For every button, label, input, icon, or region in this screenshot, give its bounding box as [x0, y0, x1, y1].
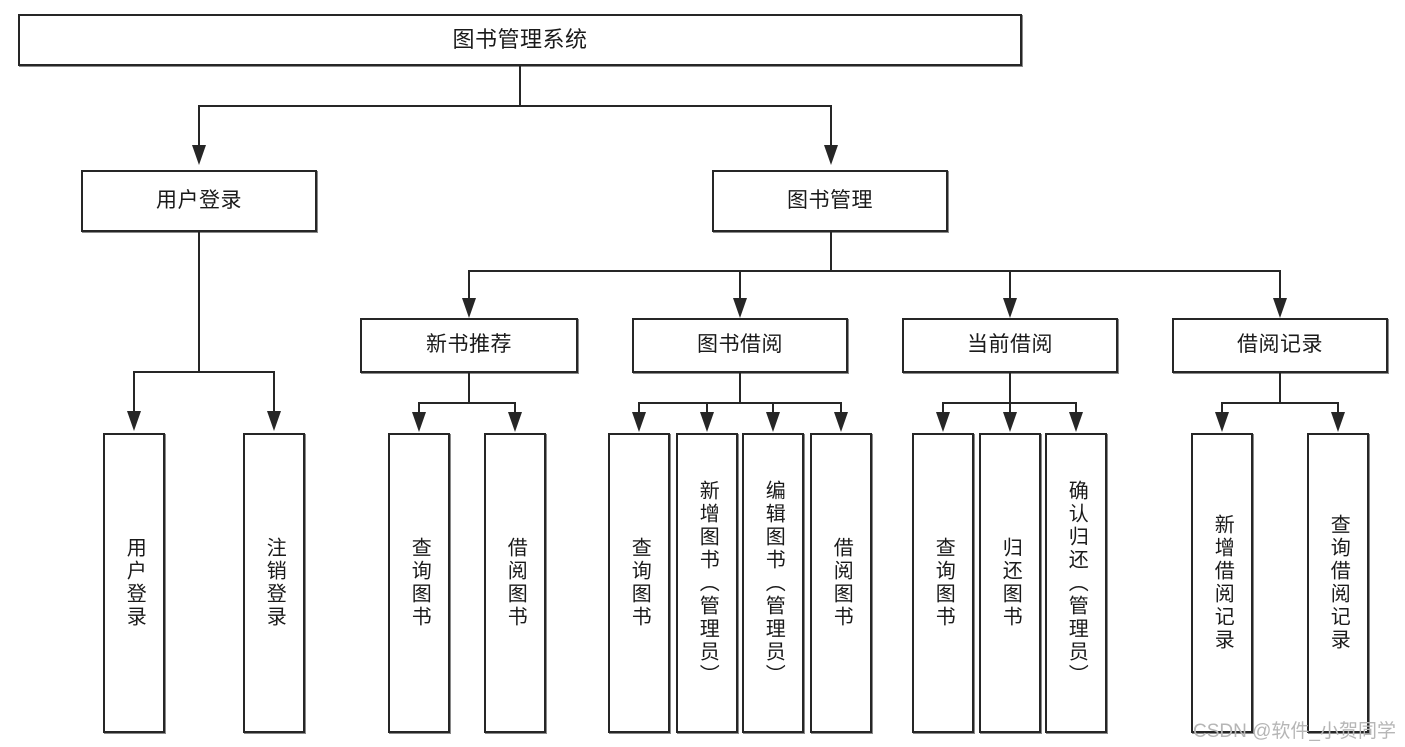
node-label: 查询借阅记录	[1327, 514, 1350, 652]
node-label: 归还图书	[999, 537, 1022, 629]
connector-bb-branch-4	[840, 402, 842, 414]
connector-br-branch-1	[1221, 402, 1223, 414]
connector-nbr-branch-2	[514, 402, 516, 414]
node-borrow-record[interactable]: 借阅记录	[1172, 318, 1388, 373]
arrowhead-icon-to-user-login	[192, 145, 206, 165]
node-label: 确认归还（管理员）	[1065, 479, 1088, 687]
arrowhead-icon-leaf-logout-login	[267, 411, 281, 431]
connector-bm-branch-2	[739, 270, 741, 298]
connector-user-login-branch-2	[273, 371, 275, 411]
arrowhead-icon-leaf-confirm-return	[1069, 412, 1083, 432]
connector-book-management-bus	[468, 270, 1280, 272]
leaf-return-book[interactable]: 归还图书	[979, 433, 1041, 733]
node-root-book-management-system[interactable]: 图书管理系统	[18, 14, 1022, 66]
node-label: 用户登录	[123, 537, 146, 629]
leaf-user-login[interactable]: 用户登录	[103, 433, 165, 733]
arrowhead-icon-book-borrow	[733, 298, 747, 318]
connector-bb-branch-2	[706, 402, 708, 414]
node-label: 借阅图书	[830, 537, 853, 629]
node-label: 查询图书	[932, 537, 955, 629]
arrowhead-icon-leaf-return-book	[1003, 412, 1017, 432]
arrowhead-icon-leaf-query-record	[1331, 412, 1345, 432]
arrowhead-icon-leaf-query-book-2	[632, 412, 646, 432]
node-label: 查询图书	[628, 537, 651, 629]
node-label: 借阅图书	[504, 537, 527, 629]
connector-root-stem	[519, 66, 521, 106]
leaf-borrow-book-1[interactable]: 借阅图书	[484, 433, 546, 733]
connector-bb-stem	[739, 373, 741, 403]
connector-root-bus	[198, 105, 832, 107]
node-label: 新书推荐	[426, 333, 512, 357]
leaf-query-record[interactable]: 查询借阅记录	[1307, 433, 1369, 733]
leaf-edit-book[interactable]: 编辑图书（管理员）	[742, 433, 804, 733]
node-label: 图书管理系统	[452, 27, 588, 53]
connector-user-login-branch-1	[133, 371, 135, 411]
connector-nbr-stem	[468, 373, 470, 403]
node-book-borrow[interactable]: 图书借阅	[632, 318, 848, 373]
connector-br-branch-2	[1337, 402, 1339, 414]
connector-cb-branch-1	[942, 402, 944, 414]
node-label: 注销登录	[263, 537, 286, 629]
arrowhead-icon-current-borrow	[1003, 298, 1017, 318]
node-label: 新增图书（管理员）	[696, 479, 719, 687]
arrowhead-icon-leaf-add-record	[1215, 412, 1229, 432]
arrowhead-icon-borrow-record	[1273, 298, 1287, 318]
connector-br-stem	[1279, 373, 1281, 403]
node-current-borrow[interactable]: 当前借阅	[902, 318, 1118, 373]
leaf-query-book-3[interactable]: 查询图书	[912, 433, 974, 733]
arrowhead-icon-leaf-edit-book	[766, 412, 780, 432]
connector-nbr-bus	[418, 402, 516, 404]
leaf-add-book[interactable]: 新增图书（管理员）	[676, 433, 738, 733]
arrowhead-icon-leaf-query-book-3	[936, 412, 950, 432]
connector-root-to-book-management	[830, 105, 832, 145]
node-label: 当前借阅	[967, 333, 1053, 357]
node-label: 编辑图书（管理员）	[762, 479, 785, 687]
node-label: 新增借阅记录	[1211, 514, 1234, 652]
connector-cb-branch-2	[1009, 402, 1011, 414]
leaf-add-record[interactable]: 新增借阅记录	[1191, 433, 1253, 733]
arrowhead-icon-leaf-borrow-book-1	[508, 412, 522, 432]
node-label: 用户登录	[156, 188, 242, 212]
node-label: 查询图书	[408, 537, 431, 629]
connector-root-to-user-login	[198, 105, 200, 145]
leaf-query-book-2[interactable]: 查询图书	[608, 433, 670, 733]
connector-br-bus	[1221, 402, 1339, 404]
node-label: 借阅记录	[1237, 333, 1323, 357]
arrowhead-icon-to-book-management	[824, 145, 838, 165]
arrowhead-icon-new-book-recommend	[462, 298, 476, 318]
leaf-confirm-return[interactable]: 确认归还（管理员）	[1045, 433, 1107, 733]
leaf-query-book-1[interactable]: 查询图书	[388, 433, 450, 733]
connector-bb-bus	[638, 402, 842, 404]
connector-cb-branch-3	[1075, 402, 1077, 414]
connector-bm-branch-3	[1009, 270, 1011, 298]
connector-nbr-branch-1	[418, 402, 420, 414]
connector-bb-branch-1	[638, 402, 640, 414]
connector-bm-branch-1	[468, 270, 470, 298]
node-book-management[interactable]: 图书管理	[712, 170, 948, 232]
node-user-login[interactable]: 用户登录	[81, 170, 317, 232]
arrowhead-icon-leaf-add-book	[700, 412, 714, 432]
node-label: 图书借阅	[697, 333, 783, 357]
connector-user-login-stem	[198, 232, 200, 372]
connector-bb-branch-3	[772, 402, 774, 414]
connector-book-management-stem	[830, 232, 832, 272]
leaf-logout-login[interactable]: 注销登录	[243, 433, 305, 733]
connector-bm-branch-4	[1279, 270, 1281, 298]
arrowhead-icon-leaf-query-book-1	[412, 412, 426, 432]
connector-user-login-bus	[133, 371, 274, 373]
connector-cb-stem	[1009, 373, 1011, 403]
arrowhead-icon-leaf-borrow-book-2	[834, 412, 848, 432]
leaf-borrow-book-2[interactable]: 借阅图书	[810, 433, 872, 733]
node-label: 图书管理	[787, 188, 873, 212]
node-new-book-recommend[interactable]: 新书推荐	[360, 318, 578, 373]
arrowhead-icon-leaf-user-login	[127, 411, 141, 431]
